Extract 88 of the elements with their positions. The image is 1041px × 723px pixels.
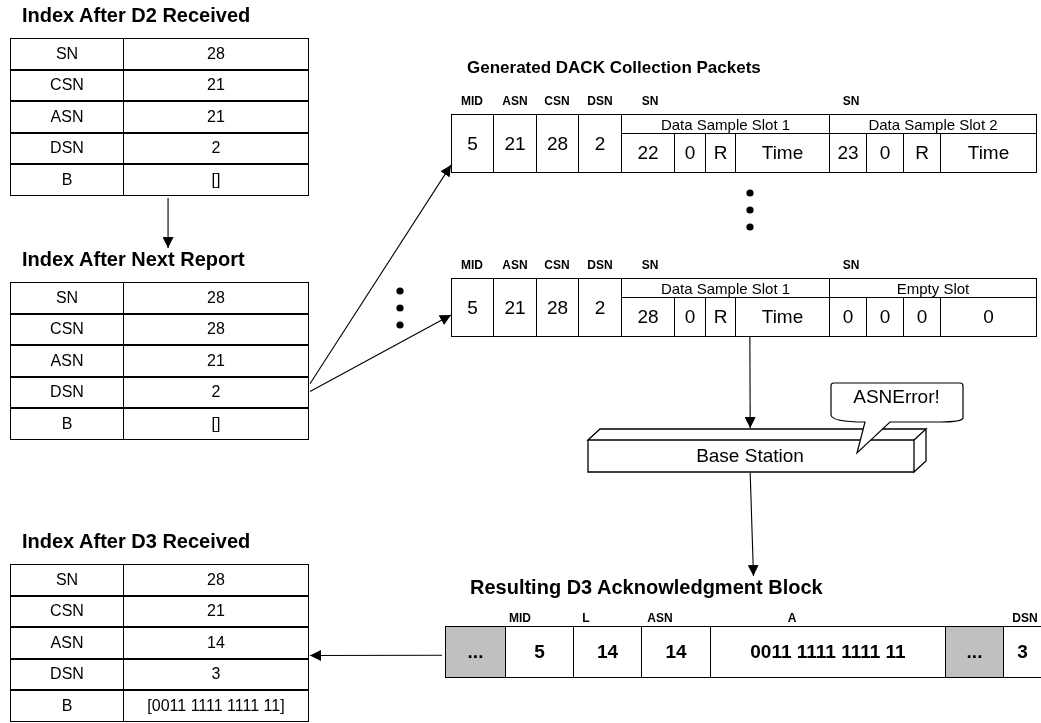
table-cell: 21 bbox=[123, 345, 309, 377]
arrow bbox=[309, 164, 452, 385]
field-header: SN bbox=[842, 94, 860, 108]
field-cell: 14 bbox=[573, 626, 642, 678]
field-header: ASN bbox=[502, 258, 528, 272]
field-header: MID bbox=[461, 258, 483, 272]
table-cell: [0011 1111 1111 11] bbox=[123, 690, 309, 722]
table-cell: 21 bbox=[123, 101, 309, 133]
field-cell: 3 bbox=[1003, 626, 1041, 678]
speech-bubble bbox=[830, 382, 964, 454]
table-cell: 2 bbox=[123, 132, 309, 164]
block-heading: Resulting D3 Acknowledgment Block bbox=[470, 576, 823, 599]
packet-frame bbox=[451, 258, 1037, 336]
field-cell: 21 bbox=[493, 278, 537, 337]
field-cell: 2 bbox=[578, 114, 622, 173]
bubble-text: ASNError! bbox=[852, 385, 941, 409]
field-cell: ... bbox=[445, 626, 506, 678]
index-table bbox=[8, 530, 310, 723]
table-cell: [] bbox=[123, 408, 309, 440]
table-cell: SN bbox=[10, 282, 124, 314]
slot-header: Empty Slot bbox=[829, 278, 1037, 298]
table-heading: Index After Next Report bbox=[22, 248, 245, 271]
field-header: SN bbox=[641, 94, 659, 108]
table-cell: 14 bbox=[123, 627, 309, 659]
packet-frame bbox=[451, 94, 1037, 173]
slot-header: Data Sample Slot 1 bbox=[621, 114, 830, 134]
field-header: CSN bbox=[544, 94, 570, 108]
field-header: ASN bbox=[647, 611, 673, 625]
arrow bbox=[747, 472, 759, 577]
table-cell: 28 bbox=[123, 38, 309, 70]
station-label: Base Station bbox=[695, 444, 805, 468]
table-cell: DSN bbox=[10, 376, 124, 408]
table-cell: 2 bbox=[123, 376, 309, 408]
field-header: A bbox=[787, 611, 797, 625]
field-cell: 14 bbox=[641, 626, 711, 678]
table-cell: B bbox=[10, 164, 124, 196]
table-cell: ASN bbox=[10, 345, 124, 377]
field-header: CSN bbox=[544, 258, 570, 272]
field-header: MID bbox=[461, 94, 483, 108]
field-cell: 5 bbox=[505, 626, 574, 678]
field-header: MID bbox=[509, 611, 531, 625]
field-header: SN bbox=[641, 258, 659, 272]
table-cell: 28 bbox=[123, 282, 309, 314]
field-header: SN bbox=[842, 258, 860, 272]
arrow bbox=[309, 314, 452, 393]
field-header: ASN bbox=[502, 94, 528, 108]
field-cell: Time bbox=[940, 133, 1037, 173]
field-cell: 5 bbox=[451, 114, 494, 173]
index-table bbox=[8, 4, 310, 198]
field-cell: 0011 1111 1111 11 bbox=[710, 626, 946, 678]
table-cell: ASN bbox=[10, 101, 124, 133]
field-header: DSN bbox=[587, 258, 613, 272]
field-header: DSN bbox=[587, 94, 613, 108]
field-cell: 5 bbox=[451, 278, 494, 337]
field-cell: 28 bbox=[536, 114, 579, 173]
table-cell: 3 bbox=[123, 658, 309, 690]
arrow bbox=[162, 197, 174, 249]
field-cell: 2 bbox=[578, 278, 622, 337]
table-cell: 28 bbox=[123, 564, 309, 596]
table-cell: DSN bbox=[10, 658, 124, 690]
table-cell: ASN bbox=[10, 627, 124, 659]
table-cell: CSN bbox=[10, 595, 124, 627]
section-heading: Generated DACK Collection Packets bbox=[467, 58, 761, 78]
table-heading: Index After D3 Received bbox=[22, 530, 251, 553]
field-cell: 21 bbox=[493, 114, 537, 173]
table-cell: B bbox=[10, 690, 124, 722]
field-header: L bbox=[582, 611, 590, 625]
table-cell: DSN bbox=[10, 132, 124, 164]
base-station-bar bbox=[587, 428, 927, 473]
slot-header: Data Sample Slot 2 bbox=[829, 114, 1037, 134]
table-cell: [] bbox=[123, 164, 309, 196]
table-cell: CSN bbox=[10, 69, 124, 101]
table-cell: 28 bbox=[123, 313, 309, 345]
field-cell: ... bbox=[945, 626, 1004, 678]
table-cell: 21 bbox=[123, 69, 309, 101]
field-header: DSN bbox=[1012, 611, 1038, 625]
index-table bbox=[8, 248, 310, 442]
table-cell: 21 bbox=[123, 595, 309, 627]
table-cell: SN bbox=[10, 38, 124, 70]
slot-header: Data Sample Slot 1 bbox=[621, 278, 830, 298]
table-cell: B bbox=[10, 408, 124, 440]
table-cell: CSN bbox=[10, 313, 124, 345]
table-heading: Index After D2 Received bbox=[22, 4, 251, 27]
arrow bbox=[744, 335, 756, 429]
table-cell: SN bbox=[10, 564, 124, 596]
arrow bbox=[309, 649, 443, 661]
field-cell: 0 bbox=[940, 297, 1037, 337]
field-cell: 28 bbox=[536, 278, 579, 337]
